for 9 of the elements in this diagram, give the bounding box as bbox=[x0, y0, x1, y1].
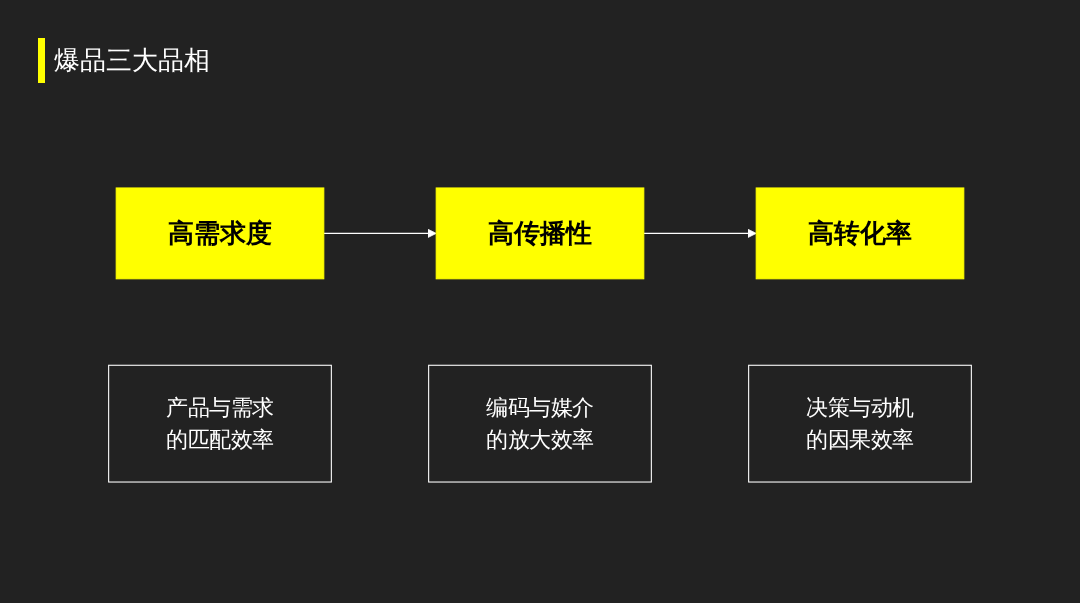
description-box: 编码与媒介的放大效率 bbox=[428, 364, 652, 483]
stage-box: 高需求度 bbox=[115, 187, 325, 280]
arrow bbox=[323, 228, 437, 239]
title: 爆品三大品相 bbox=[54, 44, 210, 77]
description-box: 决策与动机的因果效率 bbox=[748, 364, 972, 483]
arrow bbox=[643, 228, 757, 239]
description-box: 产品与需求的匹配效率 bbox=[108, 364, 332, 483]
stage-box: 高传播性 bbox=[435, 187, 645, 280]
stage-box: 高转化率 bbox=[755, 187, 965, 280]
